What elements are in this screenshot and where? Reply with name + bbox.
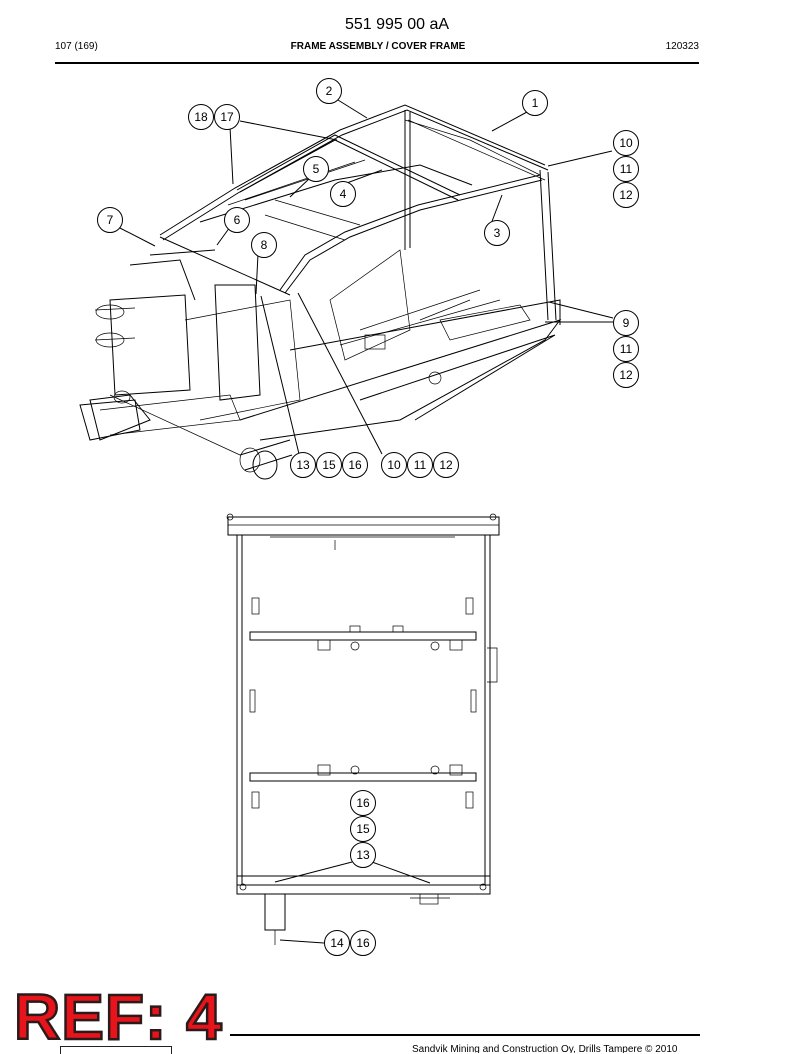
- svg-text:2: 2: [326, 84, 333, 98]
- svg-text:17: 17: [220, 110, 234, 124]
- callout-7: 7: [97, 207, 123, 233]
- topview-leaders: [274, 861, 431, 944]
- svg-text:7: 7: [107, 213, 114, 227]
- callout-bottom-15: 15: [350, 816, 376, 842]
- svg-text:4: 4: [340, 187, 347, 201]
- callout-9: 9: [613, 310, 639, 336]
- callout-17: 17: [214, 104, 240, 130]
- header-rule: [55, 62, 699, 64]
- callout-5: 5: [303, 156, 329, 182]
- svg-text:1: 1: [532, 96, 539, 110]
- svg-text:16: 16: [356, 796, 370, 810]
- callout-bottom-14: 14: [324, 930, 350, 956]
- svg-text:11: 11: [620, 162, 633, 176]
- callout-13: 13: [290, 452, 316, 478]
- svg-text:18: 18: [194, 110, 208, 124]
- callout-18: 18: [188, 104, 214, 130]
- callout-12-a: 12: [613, 182, 639, 208]
- svg-text:11: 11: [414, 458, 427, 472]
- callout-bottom-13: 13: [350, 842, 376, 868]
- section-title: FRAME ASSEMBLY / COVER FRAME: [290, 41, 466, 52]
- svg-text:5: 5: [313, 162, 320, 176]
- svg-text:16: 16: [348, 458, 362, 472]
- callout-11-b: 11: [613, 336, 639, 362]
- callout-16: 16: [342, 452, 368, 478]
- footer-copyright: Sandvik Mining and Construction Oy, Dril…: [412, 1044, 678, 1053]
- page-count: 107 (169): [55, 41, 98, 52]
- brand-logo: [60, 1046, 172, 1054]
- callout-11-a: 11: [613, 156, 639, 182]
- callout-12-c: 12: [433, 452, 459, 478]
- svg-text:8: 8: [261, 238, 268, 252]
- svg-text:12: 12: [619, 188, 633, 202]
- svg-text:9: 9: [623, 316, 630, 330]
- top-view: [226, 513, 500, 945]
- svg-text:10: 10: [619, 136, 633, 150]
- svg-text:10: 10: [387, 458, 401, 472]
- svg-text:11: 11: [620, 342, 633, 356]
- svg-text:6: 6: [234, 213, 241, 227]
- svg-text:12: 12: [439, 458, 453, 472]
- callout-15: 15: [316, 452, 342, 478]
- svg-text:3: 3: [494, 226, 501, 240]
- callout-10-a: 10: [613, 130, 639, 156]
- footer-rule: [230, 1034, 700, 1036]
- isometric-leaders: [117, 99, 614, 455]
- document-number: 551 995 00 aA: [344, 16, 450, 33]
- ref-stamp: REF: 4: [13, 981, 223, 1053]
- callout-11-c: 11: [407, 452, 433, 478]
- svg-text:16: 16: [356, 936, 370, 950]
- callout-1: 1: [522, 90, 548, 116]
- svg-text:12: 12: [619, 368, 633, 382]
- svg-text:14: 14: [330, 936, 344, 950]
- callout-10-c: 10: [381, 452, 407, 478]
- callout-6: 6: [224, 207, 250, 233]
- callout-4: 4: [330, 181, 356, 207]
- callout-3: 3: [484, 220, 510, 246]
- svg-text:13: 13: [296, 458, 310, 472]
- callout-bottom-16b: 16: [350, 930, 376, 956]
- callout-2: 2: [316, 78, 342, 104]
- svg-text:15: 15: [356, 822, 370, 836]
- callout-8: 8: [251, 232, 277, 258]
- callout-bottom-16: 16: [350, 790, 376, 816]
- date-code: 120323: [665, 41, 699, 52]
- callout-12-b: 12: [613, 362, 639, 388]
- svg-text:13: 13: [356, 848, 370, 862]
- svg-text:15: 15: [322, 458, 336, 472]
